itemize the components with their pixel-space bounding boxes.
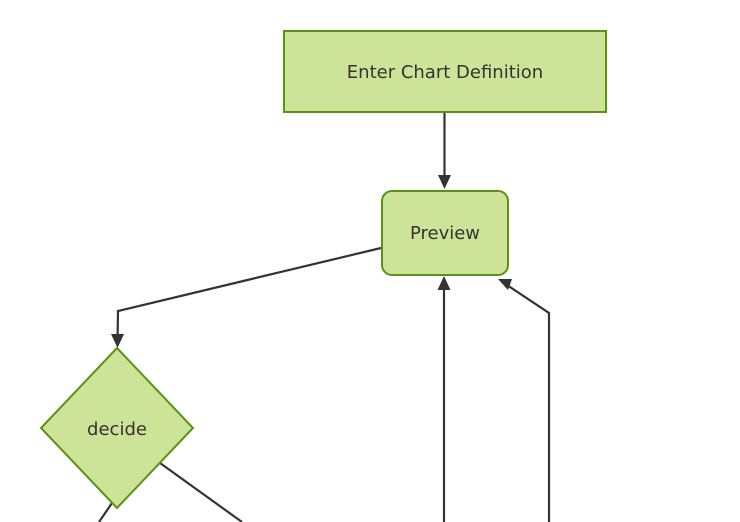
node-preview-label: Preview xyxy=(410,223,480,244)
node-enter-chart-definition-shape xyxy=(283,30,607,113)
edge-decide-right-out[interactable] xyxy=(159,462,243,522)
arrowhead-icon xyxy=(437,276,451,290)
node-decide-label: decide xyxy=(87,419,147,440)
edge-decide-right-out-line xyxy=(159,462,243,522)
node-enter-chart-definition-label: Enter Chart Definition xyxy=(347,62,543,83)
edge-decide-bottom-out[interactable] xyxy=(98,502,113,522)
edge-preview-to-decide[interactable] xyxy=(111,246,382,348)
node-preview[interactable]: Preview xyxy=(381,190,509,276)
edge-enter-to-preview[interactable] xyxy=(438,113,451,189)
arrowhead-icon xyxy=(438,175,451,189)
node-preview-shape xyxy=(381,190,509,276)
edge-loop-right-to-preview[interactable] xyxy=(498,279,551,522)
arrowhead-icon xyxy=(498,279,512,290)
edge-preview-to-decide-line xyxy=(116,246,382,342)
edge-loop-right-to-preview-line xyxy=(503,282,551,522)
node-decide[interactable]: decide xyxy=(39,346,195,510)
edge-loop-center-to-preview[interactable] xyxy=(437,276,451,522)
node-decide-shape xyxy=(39,346,195,510)
node-layer: Enter Chart Definition Preview decide xyxy=(39,30,607,510)
arrowhead-icon xyxy=(111,334,124,348)
edge-decide-bottom-out-line xyxy=(98,502,113,522)
node-enter-chart-definition[interactable]: Enter Chart Definition xyxy=(283,30,607,113)
edge-layer xyxy=(98,113,551,522)
